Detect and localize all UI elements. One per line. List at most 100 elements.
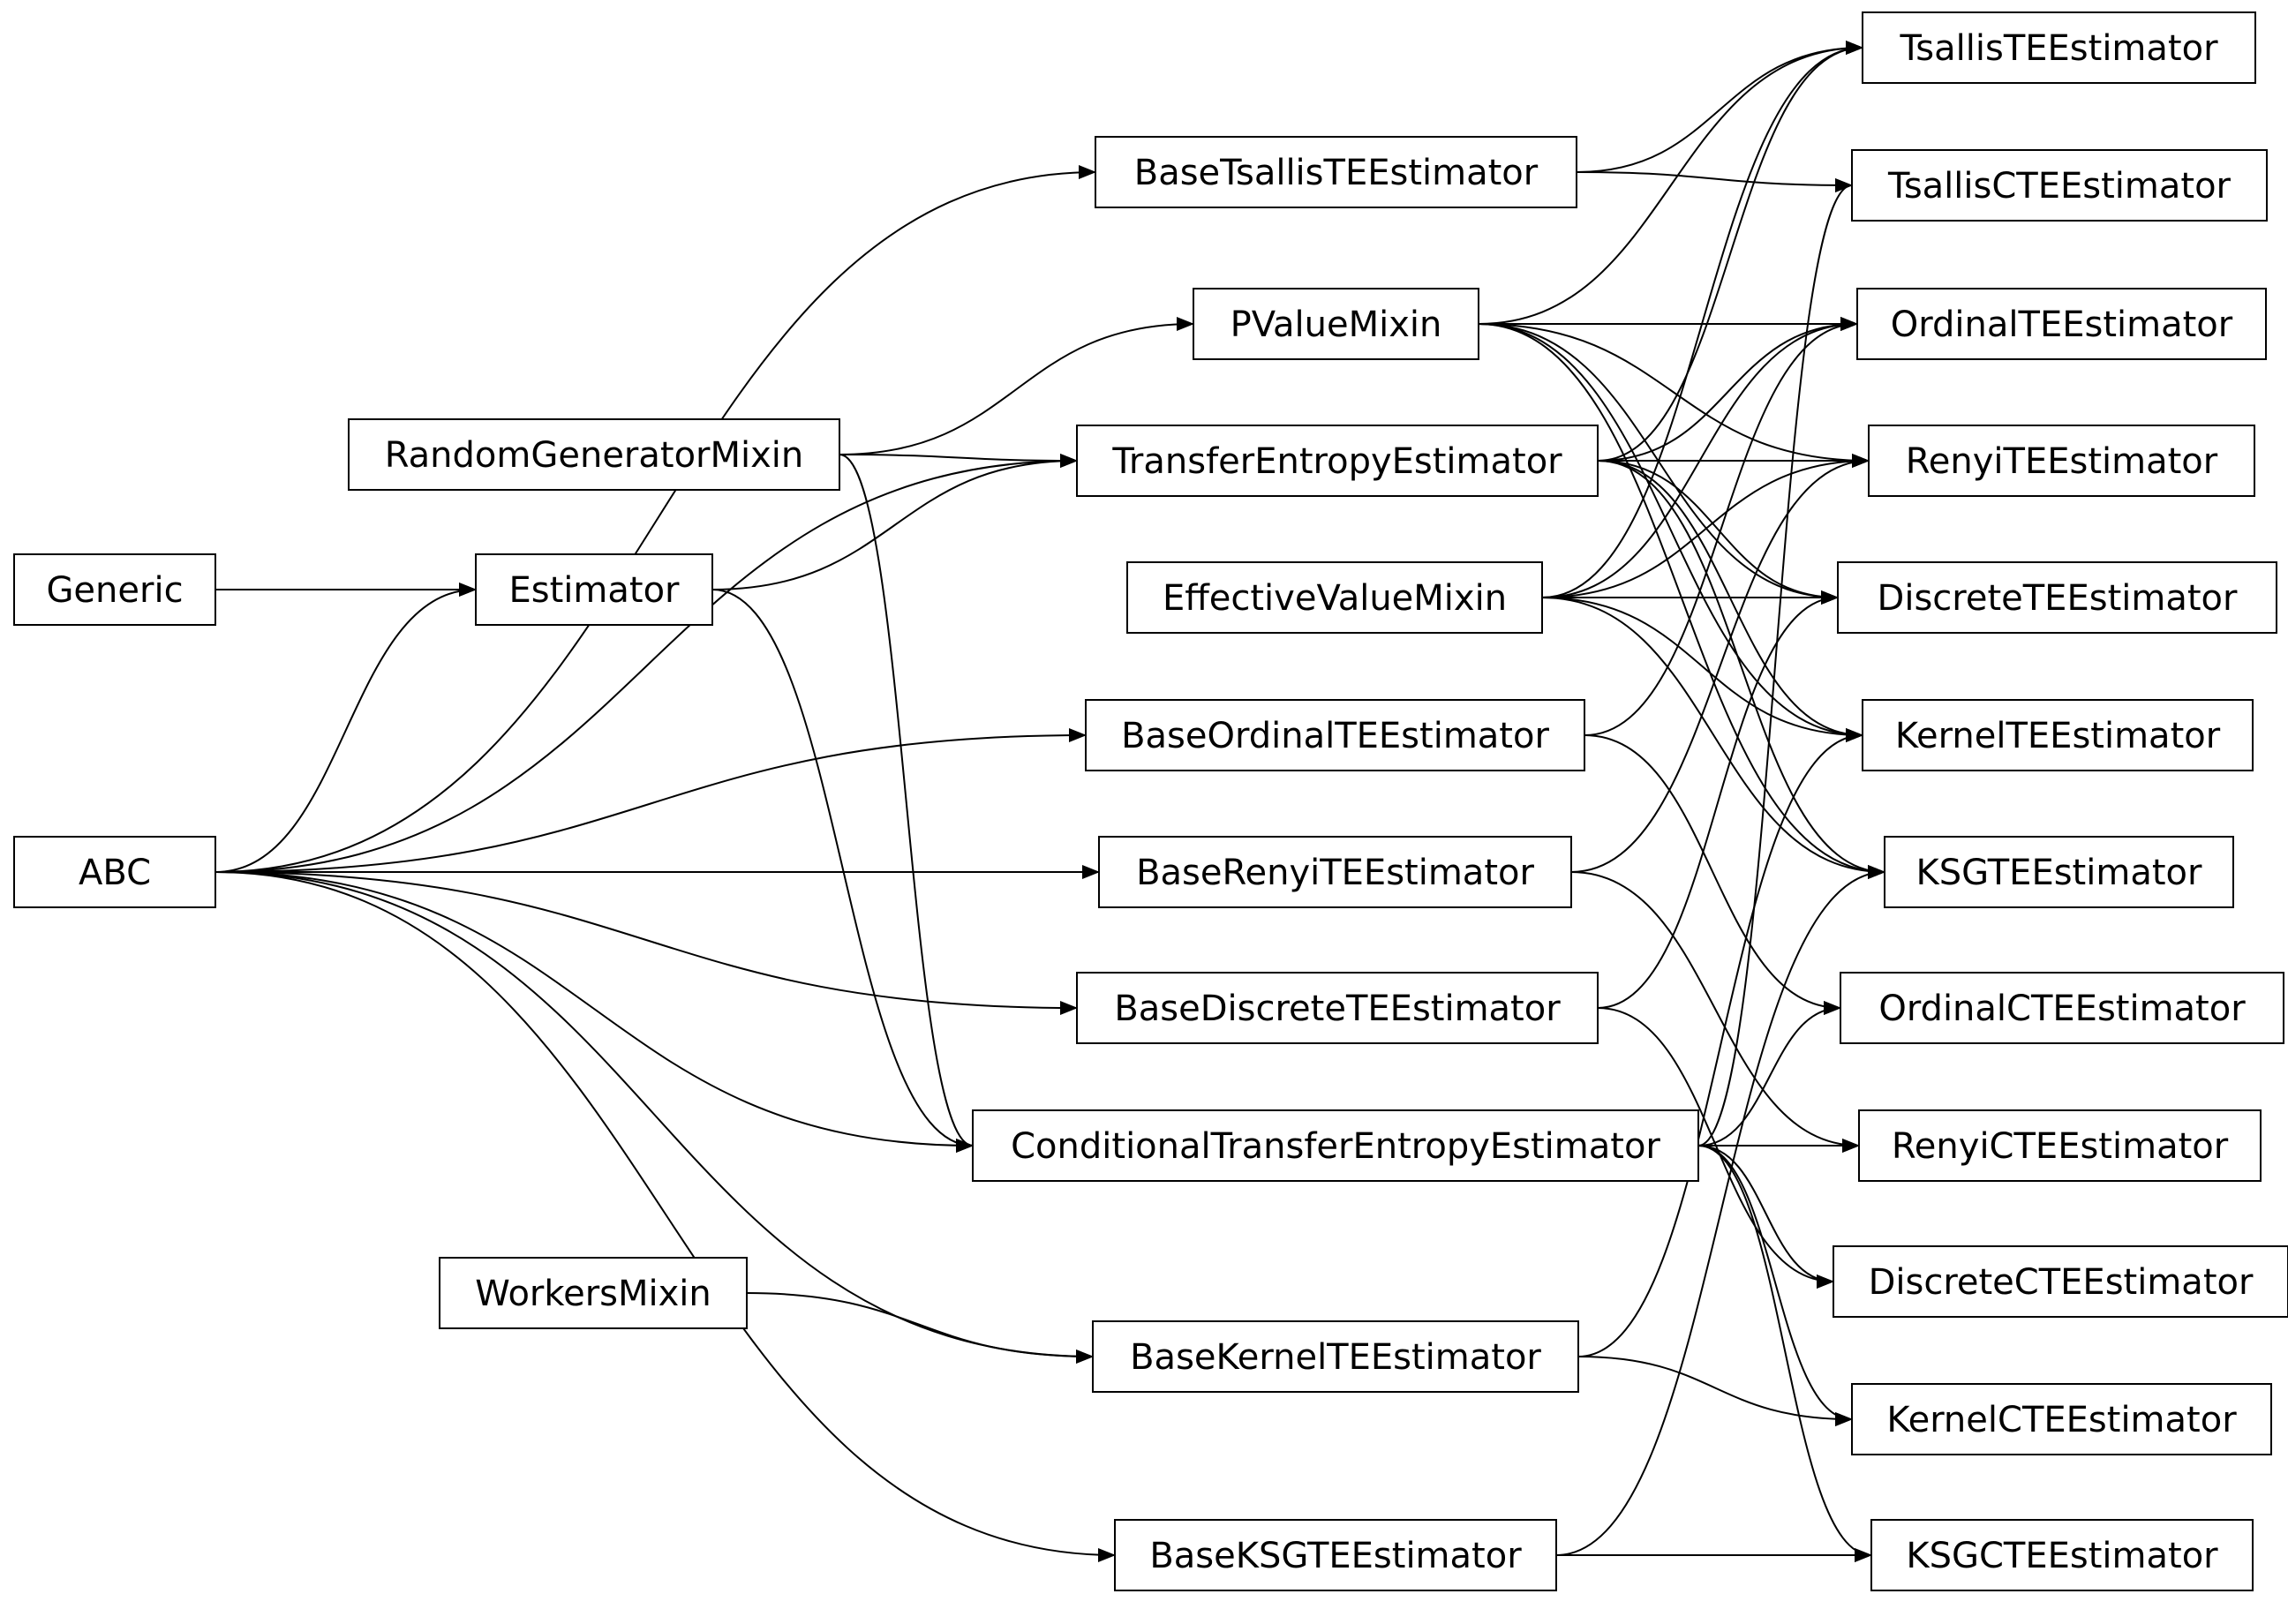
node-ordinal-cte-estimator: OrdinalCTEEstimator [1840,972,2284,1044]
node-box [439,1257,748,1329]
edge-base-tsallis-te-estimator-to-tsallis-te-estimator [1576,41,1863,173]
edge-base-ksgte-estimator-to-ksgte-estimator [1555,865,1885,1556]
edge-abc-to-estimator [214,583,477,873]
node-label: TransferEntropyEstimator [1111,441,1562,482]
edge-p-value-mixin-to-renyi-te-estimator [1478,323,1870,468]
node-label: BaseTsallisTEEstimator [1134,153,1539,193]
node-box [1851,149,2268,222]
node-label: OrdinalCTEEstimator [1878,989,2246,1029]
node-estimator: Estimator [475,553,713,626]
node-label: KSGCTEEstimator [1906,1536,2218,1576]
node-box [1837,561,2277,634]
edge-random-generator-mixin-to-p-value-mixin [839,317,1194,455]
node-ordinal-te-estimator: OrdinalTEEstimator [1856,288,2267,360]
edge-base-renyi-te-estimator-to-renyi-te-estimator [1570,454,1870,873]
node-tsallis-te-estimator: TsallisTEEstimator [1862,11,2256,84]
edge-abc-to-base-tsallis-te-estimator [214,165,1096,873]
node-box [1851,1383,2272,1455]
node-label: KernelCTEEstimator [1886,1400,2237,1440]
node-random-generator-mixin: RandomGeneratorMixin [348,418,840,491]
node-box [1840,972,2284,1044]
node-box [1884,836,2234,908]
node-box [1092,1320,1579,1393]
node-box [1114,1519,1557,1591]
node-label: KSGTEEstimator [1916,853,2202,893]
node-discrete-te-estimator: DiscreteTEEstimator [1837,561,2277,634]
node-box [13,553,216,626]
node-label: BaseRenyiTEEstimator [1136,853,1534,893]
nodes-layer: TsallisTEEstimatorTsallisCTEEstimatorOrd… [13,11,2288,1591]
node-renyi-cte-estimator: RenyiCTEEstimator [1858,1109,2262,1182]
node-box [1098,836,1572,908]
node-label: ConditionalTransferEntropyEstimator [1011,1126,1660,1167]
edge-p-value-mixin-to-tsallis-te-estimator [1478,41,1863,325]
node-box [1868,425,2255,497]
edge-random-generator-mixin-to-conditional-transfer-entropy-estimator [839,454,974,1153]
edge-base-tsallis-te-estimator-to-tsallis-cte-estimator [1576,171,1853,192]
node-label: EffectiveValueMixin [1163,578,1507,619]
edge-effective-value-mixin-to-ksgte-estimator [1541,597,1885,879]
node-box [1095,136,1577,208]
edge-effective-value-mixin-to-ordinal-te-estimator [1541,317,1858,598]
node-label: DiscreteCTEEstimator [1869,1262,2254,1303]
node-box [1862,699,2254,771]
edge-effective-value-mixin-to-kernel-te-estimator [1541,597,1863,742]
node-label: BaseKernelTEEstimator [1130,1337,1541,1378]
edge-abc-to-base-ordinal-te-estimator [214,728,1087,873]
node-label: BaseOrdinalTEEstimator [1121,716,1549,756]
edge-base-renyi-te-estimator-to-renyi-cte-estimator [1570,871,1860,1153]
node-box [1085,699,1585,771]
edge-effective-value-mixin-to-tsallis-te-estimator [1541,41,1863,598]
node-box [1076,972,1599,1044]
node-box [13,836,216,908]
edge-random-generator-mixin-to-transfer-entropy-estimator [839,453,1078,468]
edge-transfer-entropy-estimator-to-discrete-te-estimator [1597,460,1839,605]
edge-base-discrete-te-estimator-to-discrete-te-estimator [1597,590,1839,1009]
node-box [1870,1519,2254,1591]
edge-abc-to-base-kernel-te-estimator [214,871,1094,1364]
edge-conditional-transfer-entropy-estimator-to-kernel-cte-estimator [1697,1145,1853,1426]
node-transfer-entropy-estimator: TransferEntropyEstimator [1076,425,1599,497]
edge-base-ordinal-te-estimator-to-ordinal-cte-estimator [1584,734,1841,1015]
node-effective-value-mixin: EffectiveValueMixin [1126,561,1543,634]
edge-abc-to-conditional-transfer-entropy-estimator [214,871,974,1153]
node-label: RenyiTEEstimator [1906,441,2218,482]
edge-transfer-entropy-estimator-to-ksgte-estimator [1597,460,1885,879]
edge-effective-value-mixin-to-renyi-te-estimator [1541,454,1870,598]
node-kernel-cte-estimator: KernelCTEEstimator [1851,1383,2272,1455]
edge-estimator-to-conditional-transfer-entropy-estimator [711,589,974,1153]
node-base-discrete-te-estimator: BaseDiscreteTEEstimator [1076,972,1599,1044]
node-ksgcte-estimator: KSGCTEEstimator [1870,1519,2254,1591]
node-label: WorkersMixin [475,1274,711,1314]
node-ksgte-estimator: KSGTEEstimator [1884,836,2234,908]
node-base-kernel-te-estimator: BaseKernelTEEstimator [1092,1320,1579,1393]
node-abc: ABC [13,836,216,908]
node-base-ordinal-te-estimator: BaseOrdinalTEEstimator [1085,699,1585,771]
edge-abc-to-transfer-entropy-estimator [214,454,1078,873]
node-label: BaseKSGTEEstimator [1149,1536,1522,1576]
edge-conditional-transfer-entropy-estimator-to-ordinal-cte-estimator [1697,1001,1841,1147]
node-box [475,553,713,626]
node-label: BaseDiscreteTEEstimator [1114,989,1561,1029]
node-label: TsallisCTEEstimator [1887,166,2232,207]
edge-transfer-entropy-estimator-to-ordinal-te-estimator [1597,317,1858,462]
node-conditional-transfer-entropy-estimator: ConditionalTransferEntropyEstimator [972,1109,1699,1182]
edge-estimator-to-transfer-entropy-estimator [711,454,1078,590]
node-label: TsallisTEEstimator [1899,28,2218,69]
node-box [1076,425,1599,497]
edge-workers-mixin-to-base-kernel-te-estimator [746,1292,1094,1364]
node-workers-mixin: WorkersMixin [439,1257,748,1329]
node-box [1856,288,2267,360]
edge-base-ordinal-te-estimator-to-ordinal-te-estimator [1584,317,1858,736]
edge-base-kernel-te-estimator-to-kernel-cte-estimator [1577,1356,1853,1426]
node-base-tsallis-te-estimator: BaseTsallisTEEstimator [1095,136,1577,208]
node-tsallis-cte-estimator: TsallisCTEEstimator [1851,149,2268,222]
edge-conditional-transfer-entropy-estimator-to-tsallis-cte-estimator [1697,178,1853,1147]
node-label: ABC [79,853,151,893]
node-box [1833,1245,2288,1318]
edge-transfer-entropy-estimator-to-tsallis-te-estimator [1597,41,1863,462]
edge-abc-to-base-discrete-te-estimator [214,871,1078,1015]
node-label: OrdinalTEEstimator [1891,304,2233,345]
node-label: DiscreteTEEstimator [1878,578,2238,619]
edge-base-kernel-te-estimator-to-kernel-te-estimator [1577,728,1863,1357]
